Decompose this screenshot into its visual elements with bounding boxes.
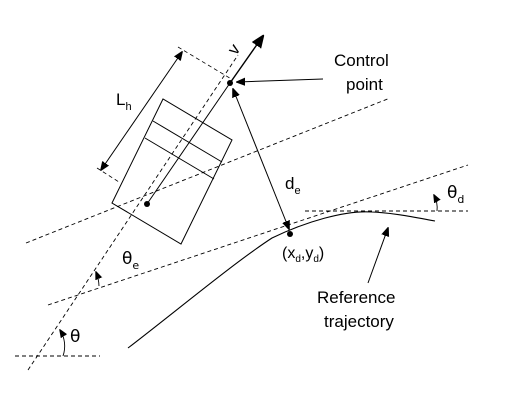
desired-point-open: (x	[282, 245, 295, 262]
reference-trajectory-curve	[127, 211, 436, 349]
control-point-label-line-2: point	[346, 75, 383, 94]
velocity-label: v	[224, 40, 245, 58]
distance-error-label: de	[285, 174, 301, 197]
desired-point-close: )	[319, 245, 324, 262]
length-ext-line-bottom	[96, 167, 120, 183]
vehicle-body-divider-1	[152, 120, 223, 163]
length-subscript: h	[125, 101, 131, 113]
vehicle-body	[111, 98, 233, 245]
control-point	[227, 80, 233, 86]
desired-heading-line	[47, 164, 469, 306]
desired-point	[287, 231, 293, 237]
length-ext-line-top	[177, 46, 234, 81]
distance-error-arrow	[233, 89, 289, 229]
distance-subscript: e	[294, 185, 300, 197]
length-label: Lh	[116, 90, 132, 113]
theta-d-angle-arc	[434, 195, 437, 212]
theta-d-symbol: θ	[447, 183, 457, 203]
theta-e-label: θe	[122, 249, 139, 272]
control-point-pointer-arrow	[237, 79, 324, 82]
reference-trajectory-label-line-1: Reference	[317, 288, 395, 307]
vehicle-center-to-control-point-line	[146, 82, 231, 205]
length-symbol: L	[116, 90, 125, 109]
vehicle-heading-extension-line	[27, 54, 239, 371]
theta-label: θ	[70, 327, 80, 347]
vehicle-axis-line	[25, 97, 391, 244]
desired-point-y-subscript: d	[313, 254, 319, 265]
theta-e-angle-arc	[96, 272, 99, 287]
desired-point-label: (xd,yd)	[282, 245, 324, 265]
vehicle-body-divider-2	[144, 137, 215, 180]
theta-e-subscript: e	[132, 259, 139, 272]
theta-d-label: θd	[447, 183, 464, 206]
desired-point-x-subscript: d	[295, 254, 301, 265]
desired-point-comma: ,y	[301, 245, 313, 262]
theta-e-symbol: θ	[122, 249, 132, 269]
distance-symbol: d	[285, 174, 294, 193]
theta-angle-arc	[60, 330, 65, 357]
reference-trajectory-pointer-arrow	[367, 228, 388, 284]
reference-trajectory-label-line-2: trajectory	[324, 312, 394, 331]
control-point-label-line-1: Control	[334, 51, 389, 70]
velocity-arrow	[229, 36, 263, 84]
length-dimension-arrow	[101, 52, 182, 170]
theta-d-subscript: d	[457, 193, 464, 206]
